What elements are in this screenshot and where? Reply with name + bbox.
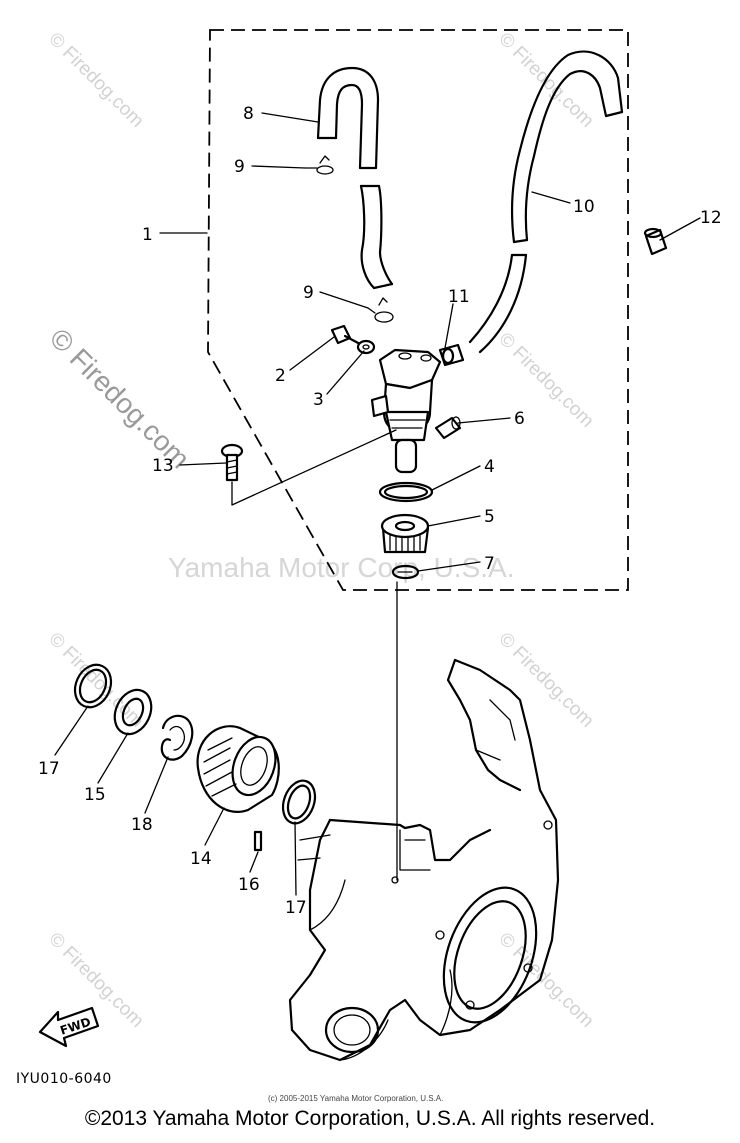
seal-part-17-right [281, 779, 317, 825]
watermark-firedog-4: © Firedog.com [494, 329, 597, 432]
callout-14: 14 [190, 849, 212, 869]
callout-12: 12 [700, 208, 722, 228]
gasket-part-18 [160, 714, 194, 761]
hose-part-8 [316, 66, 380, 170]
callout-1: 1 [142, 225, 153, 245]
callout-numbers: 1 8 9 9 2 3 11 10 12 6 4 5 7 13 17 15 18… [38, 104, 722, 918]
gear-part-5 [380, 513, 430, 554]
watermark-firedog-7: © Firedog.com [44, 929, 147, 1032]
forward-arrow: FWD [38, 1006, 100, 1048]
oil-pump-body [370, 348, 442, 474]
copyright-footer: ©2013 Yamaha Motor Corporation, U.S.A. A… [84, 1107, 656, 1130]
plug-part-12 [643, 227, 668, 256]
drawing-code: IYU010-6040 [16, 1071, 112, 1087]
o-ring-part-4 [378, 481, 434, 503]
hose-clip-upper [304, 155, 334, 175]
callout-10: 10 [573, 197, 595, 217]
callout-4: 4 [484, 457, 495, 477]
fitting-part-11 [438, 343, 465, 367]
sleeve-part-6 [434, 416, 462, 440]
hose-clip-lower [367, 297, 394, 323]
callout-6: 6 [514, 409, 525, 429]
hose-lower-segment [359, 184, 394, 290]
watermark-firedog-5: © Firedog.com [44, 629, 147, 732]
screw-reference-line [231, 429, 397, 506]
screw-part-13 [220, 443, 244, 482]
callout-9-lower: 9 [303, 283, 314, 303]
callout-8: 8 [243, 104, 254, 124]
crankcase-housing [288, 658, 560, 1062]
bearing-part-14 [196, 725, 280, 813]
washer-part-15 [113, 688, 153, 736]
watermark-firedog-8: © Firedog.com [494, 929, 597, 1032]
callout-16: 16 [238, 875, 260, 895]
watermark-firedog-6: © Firedog.com [494, 629, 597, 732]
callout-7: 7 [484, 554, 495, 574]
callout-11: 11 [448, 287, 470, 307]
callout-17-right: 17 [285, 898, 307, 918]
callout-13: 13 [152, 456, 174, 476]
bolt-part-2 [330, 324, 362, 346]
leader-lines [54, 112, 701, 896]
small-copyright: (c) 2005-2015 Yamaha Motor Corporation, … [268, 1094, 443, 1103]
callout-15: 15 [84, 785, 106, 805]
watermark-firedog-3: © Firedog.com [44, 322, 196, 474]
watermark-center: Yamaha Motor Corp, U.S.A. [168, 552, 515, 583]
watermark-firedog-1: © Firedog.com [44, 29, 147, 132]
seal-part-17-left [73, 663, 113, 709]
circlip-part-7 [391, 564, 420, 580]
hose-part-10 [468, 50, 624, 354]
callout-5: 5 [484, 507, 495, 527]
callout-17-left: 17 [38, 759, 60, 779]
callout-2: 2 [275, 366, 286, 386]
washer-part-3 [356, 339, 376, 355]
callout-3: 3 [313, 390, 324, 410]
assembly-boundary-dashed [207, 29, 629, 591]
callout-9-upper: 9 [234, 157, 245, 177]
callout-18: 18 [131, 815, 153, 835]
pin-part-16 [253, 830, 263, 852]
